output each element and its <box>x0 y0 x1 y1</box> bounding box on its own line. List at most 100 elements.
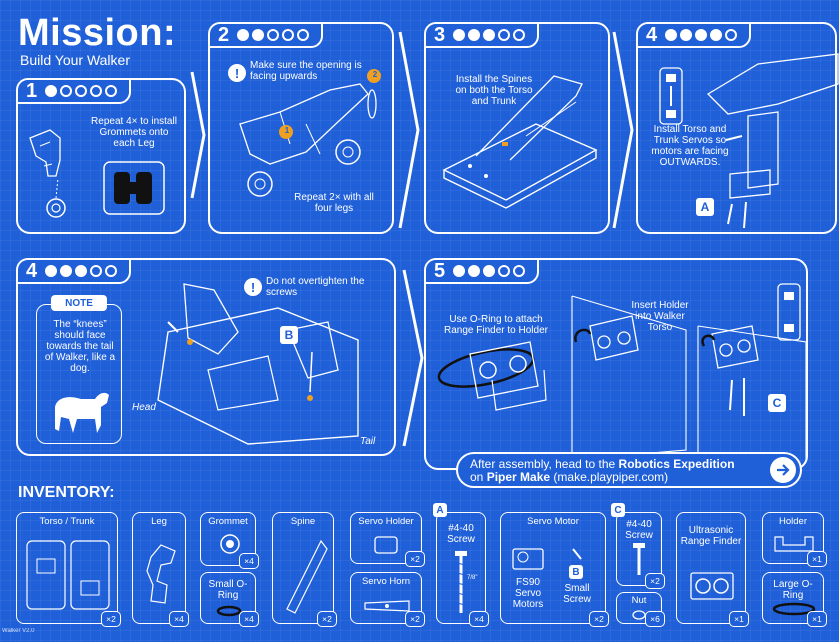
page-title: Mission: <box>18 12 177 54</box>
servo-holder-icon <box>374 536 398 554</box>
step-1-panel: 1 Repeat 4× to install Grommets onto eac… <box>16 78 186 234</box>
item-label: Torso / Trunk <box>39 516 95 527</box>
inventory-grommet: Grommet ×4 <box>200 512 259 569</box>
inventory-leg: Leg ×4 <box>132 512 189 627</box>
item-label: Small O-Ring <box>208 579 248 601</box>
step-1-tab: 1 <box>16 78 132 104</box>
leg-grommet-illustration <box>29 129 165 218</box>
after-assembly-line-1: After assembly, head to the Robotics Exp… <box>470 458 735 471</box>
step-3-tab: 3 <box>424 22 540 48</box>
item-label: Servo Holder <box>358 516 414 527</box>
progress-dots <box>453 29 526 41</box>
item-count: ×1 <box>807 611 827 627</box>
callout-1: 1 <box>284 126 290 135</box>
item-count: ×4 <box>239 611 259 627</box>
arrow-right-icon[interactable] <box>770 457 796 483</box>
progress-dots <box>237 29 310 41</box>
screw-badge-a: A <box>433 503 447 517</box>
item-label: #4-40 Screw <box>625 519 653 541</box>
inventory-servo-holder: Servo Holder ×2 <box>350 512 425 567</box>
warning-icon: ! <box>244 278 262 296</box>
small-screw-icon <box>572 548 582 560</box>
step-2-panel: 2 ! Make sure the opening is facing upwa… <box>208 22 394 234</box>
inventory-screw-c: C #4-40 Screw ×2 <box>611 503 665 589</box>
step-4-tab: 4 <box>636 22 752 48</box>
small-screw-label: Small Screw <box>563 583 591 605</box>
item-label: #4-40 Screw <box>447 523 475 545</box>
inventory-small-oring: Small O-Ring ×4 <box>200 572 259 627</box>
item-count: ×4 <box>169 611 189 627</box>
note-text: The “knees” should face towards the tail… <box>44 319 116 374</box>
servo-install-illustration <box>659 53 839 229</box>
step-2-instruction: Repeat 2× with all four legs <box>294 192 374 214</box>
inventory-nut: Nut ×6 <box>616 592 665 627</box>
item-count: ×2 <box>589 611 609 627</box>
inventory-servo-motor: Servo Motor FS90 Servo Motors B Small Sc… <box>500 512 609 627</box>
step-3-panel: 3 Install the Spines on both the Torso a… <box>424 22 610 234</box>
item-count: ×2 <box>645 573 665 589</box>
leg-icon <box>146 544 176 604</box>
leg-assembly-illustration <box>239 69 381 197</box>
screw-icon <box>455 551 467 613</box>
grommet-icon <box>220 534 240 554</box>
step-number: 4 <box>26 260 38 282</box>
inventory-large-oring: Large O-Ring ×1 <box>762 572 827 627</box>
banner-url: (make.playpiper.com) <box>550 470 669 484</box>
chevron-right-icon <box>402 269 424 447</box>
item-count: ×1 <box>729 611 749 627</box>
step-5-instruction-a: Use O-Ring to attach Range Finder to Hol… <box>444 314 548 336</box>
version-label: Walker V2.0 <box>2 628 35 634</box>
item-label: Leg <box>151 516 167 527</box>
servo-horn-icon <box>364 600 410 612</box>
chevron-right-icon <box>398 31 420 229</box>
step-4b-panel: 4 ! Do not overtighten the screws NOTE T… <box>16 258 396 456</box>
step-2-tab: 2 <box>208 22 324 48</box>
screw-badge-b: B <box>280 326 298 344</box>
callout-2: 2 <box>372 70 378 79</box>
item-label: Servo Horn <box>361 576 411 587</box>
note-box: NOTE The “knees” should face towards the… <box>36 295 122 444</box>
step-5-instruction-b: Insert Holder into Walker Torso <box>631 300 689 333</box>
item-label: Grommet <box>208 516 248 527</box>
chevron-right-icon <box>612 31 634 229</box>
after-assembly-banner[interactable]: After assembly, head to the Robotics Exp… <box>456 452 802 488</box>
item-label: Spine <box>290 516 316 527</box>
step-number: 4 <box>646 24 658 46</box>
step-4-panel: 4 Install Torso and Trunk Servos so moto… <box>636 22 839 234</box>
banner-text: After assembly, head to the <box>470 457 619 471</box>
step-5-panel: 5 Use O-Ring to attach Range Finder to H… <box>424 258 808 470</box>
inventory-servo-horn: Servo Horn ×2 <box>350 572 425 627</box>
holder-icon <box>774 536 814 552</box>
torso-spine-illustration <box>442 75 598 209</box>
inventory-title: INVENTORY: <box>18 484 115 501</box>
dog-icon <box>55 392 109 433</box>
banner-text: on <box>470 470 487 484</box>
step-4b-tab: 4 <box>16 258 132 284</box>
item-label: Servo Motor <box>527 516 579 527</box>
expedition-link[interactable]: Robotics Expedition <box>618 457 735 471</box>
step-2-notice: Make sure the opening is facing upwards <box>250 60 362 82</box>
item-count: ×6 <box>645 611 665 627</box>
item-label: Large O-Ring <box>773 579 813 601</box>
chevron-right-icon <box>190 71 206 199</box>
step-4b-notice: Do not overtighten the screws <box>266 276 365 298</box>
screw-badge-c: C <box>611 503 625 517</box>
progress-dots <box>45 85 118 97</box>
step-1-instruction: Repeat 4× to install Grommets onto each … <box>91 116 177 149</box>
inventory-holder: Holder ×1 <box>762 512 827 567</box>
item-count: ×4 <box>239 553 259 569</box>
item-count: ×2 <box>405 551 425 567</box>
piper-make-link[interactable]: Piper Make <box>486 470 551 484</box>
item-count: ×2 <box>405 611 425 627</box>
screw-dimension: 7/8" <box>467 575 478 581</box>
inventory-spine: Spine ×2 <box>272 512 337 627</box>
walker-assembly-illustration <box>157 283 359 445</box>
step-3-instruction: Install the Spines on both the Torso and… <box>455 74 533 107</box>
progress-dots <box>665 29 738 41</box>
servo-motor-sublabel: FS90 Servo Motors <box>512 577 544 610</box>
range-finder-illustration <box>437 283 807 461</box>
page-subtitle: Build Your Walker <box>20 52 130 68</box>
screw-icon <box>633 543 645 575</box>
after-assembly-line-2: on Piper Make (make.playpiper.com) <box>470 471 668 484</box>
